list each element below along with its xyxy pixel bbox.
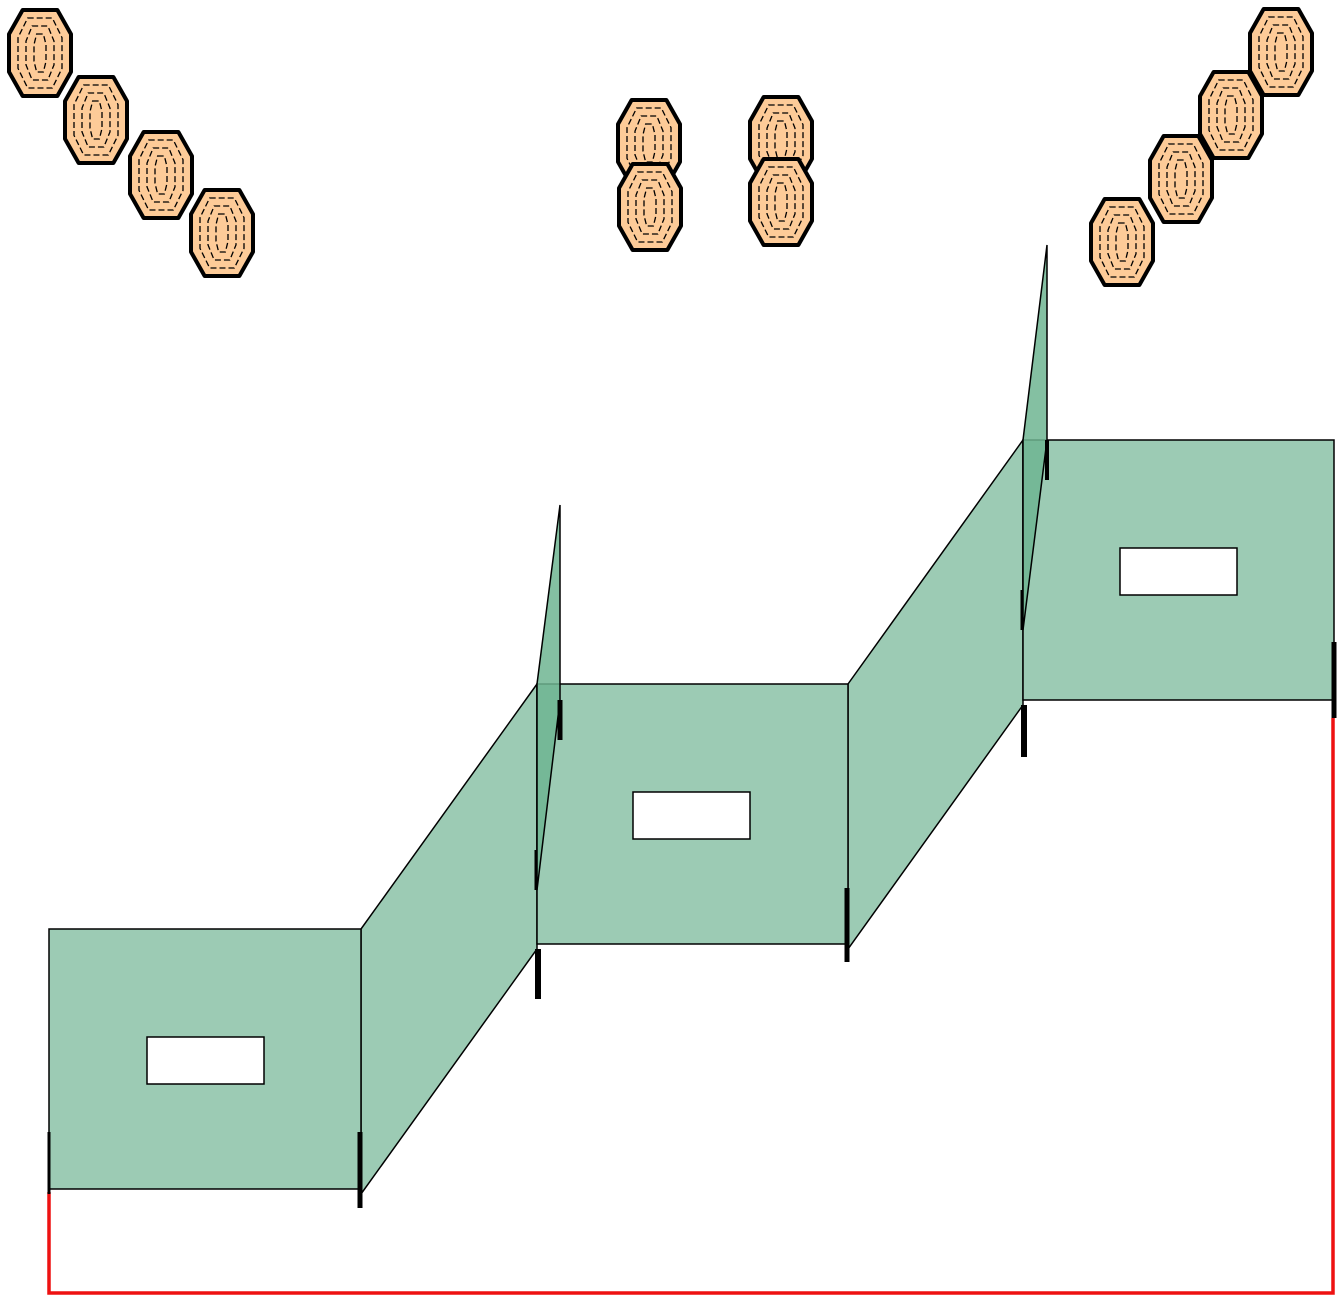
- panel-window-left: [146, 1036, 265, 1085]
- shield-target-icon: [748, 157, 814, 247]
- panel-window-middle: [632, 791, 751, 840]
- panel-connector-1: [360, 681, 538, 1197]
- shield-target-icon: [63, 75, 129, 165]
- shield-target-icon: [189, 188, 255, 278]
- support-posts: [47, 440, 1337, 1208]
- target-group-left: [7, 8, 255, 278]
- panel-window-right: [1119, 547, 1238, 596]
- shield-target-icon: [1198, 70, 1264, 160]
- shield-target-icon: [1248, 7, 1314, 97]
- red-boundary-line: [47, 718, 1335, 1295]
- ground-boundary: [47, 718, 1335, 1295]
- shield-target-icon: [128, 130, 194, 220]
- targets: [7, 7, 1314, 287]
- shield-target-icon: [1089, 197, 1155, 287]
- target-group-right: [1089, 7, 1314, 287]
- target-group-center: [616, 95, 814, 252]
- shield-target-icon: [7, 8, 73, 98]
- panel-connector-2: [847, 437, 1024, 952]
- barrier-panels: [48, 244, 1335, 1197]
- shield-target-icon: [617, 162, 683, 252]
- shield-target-icon: [1148, 134, 1214, 224]
